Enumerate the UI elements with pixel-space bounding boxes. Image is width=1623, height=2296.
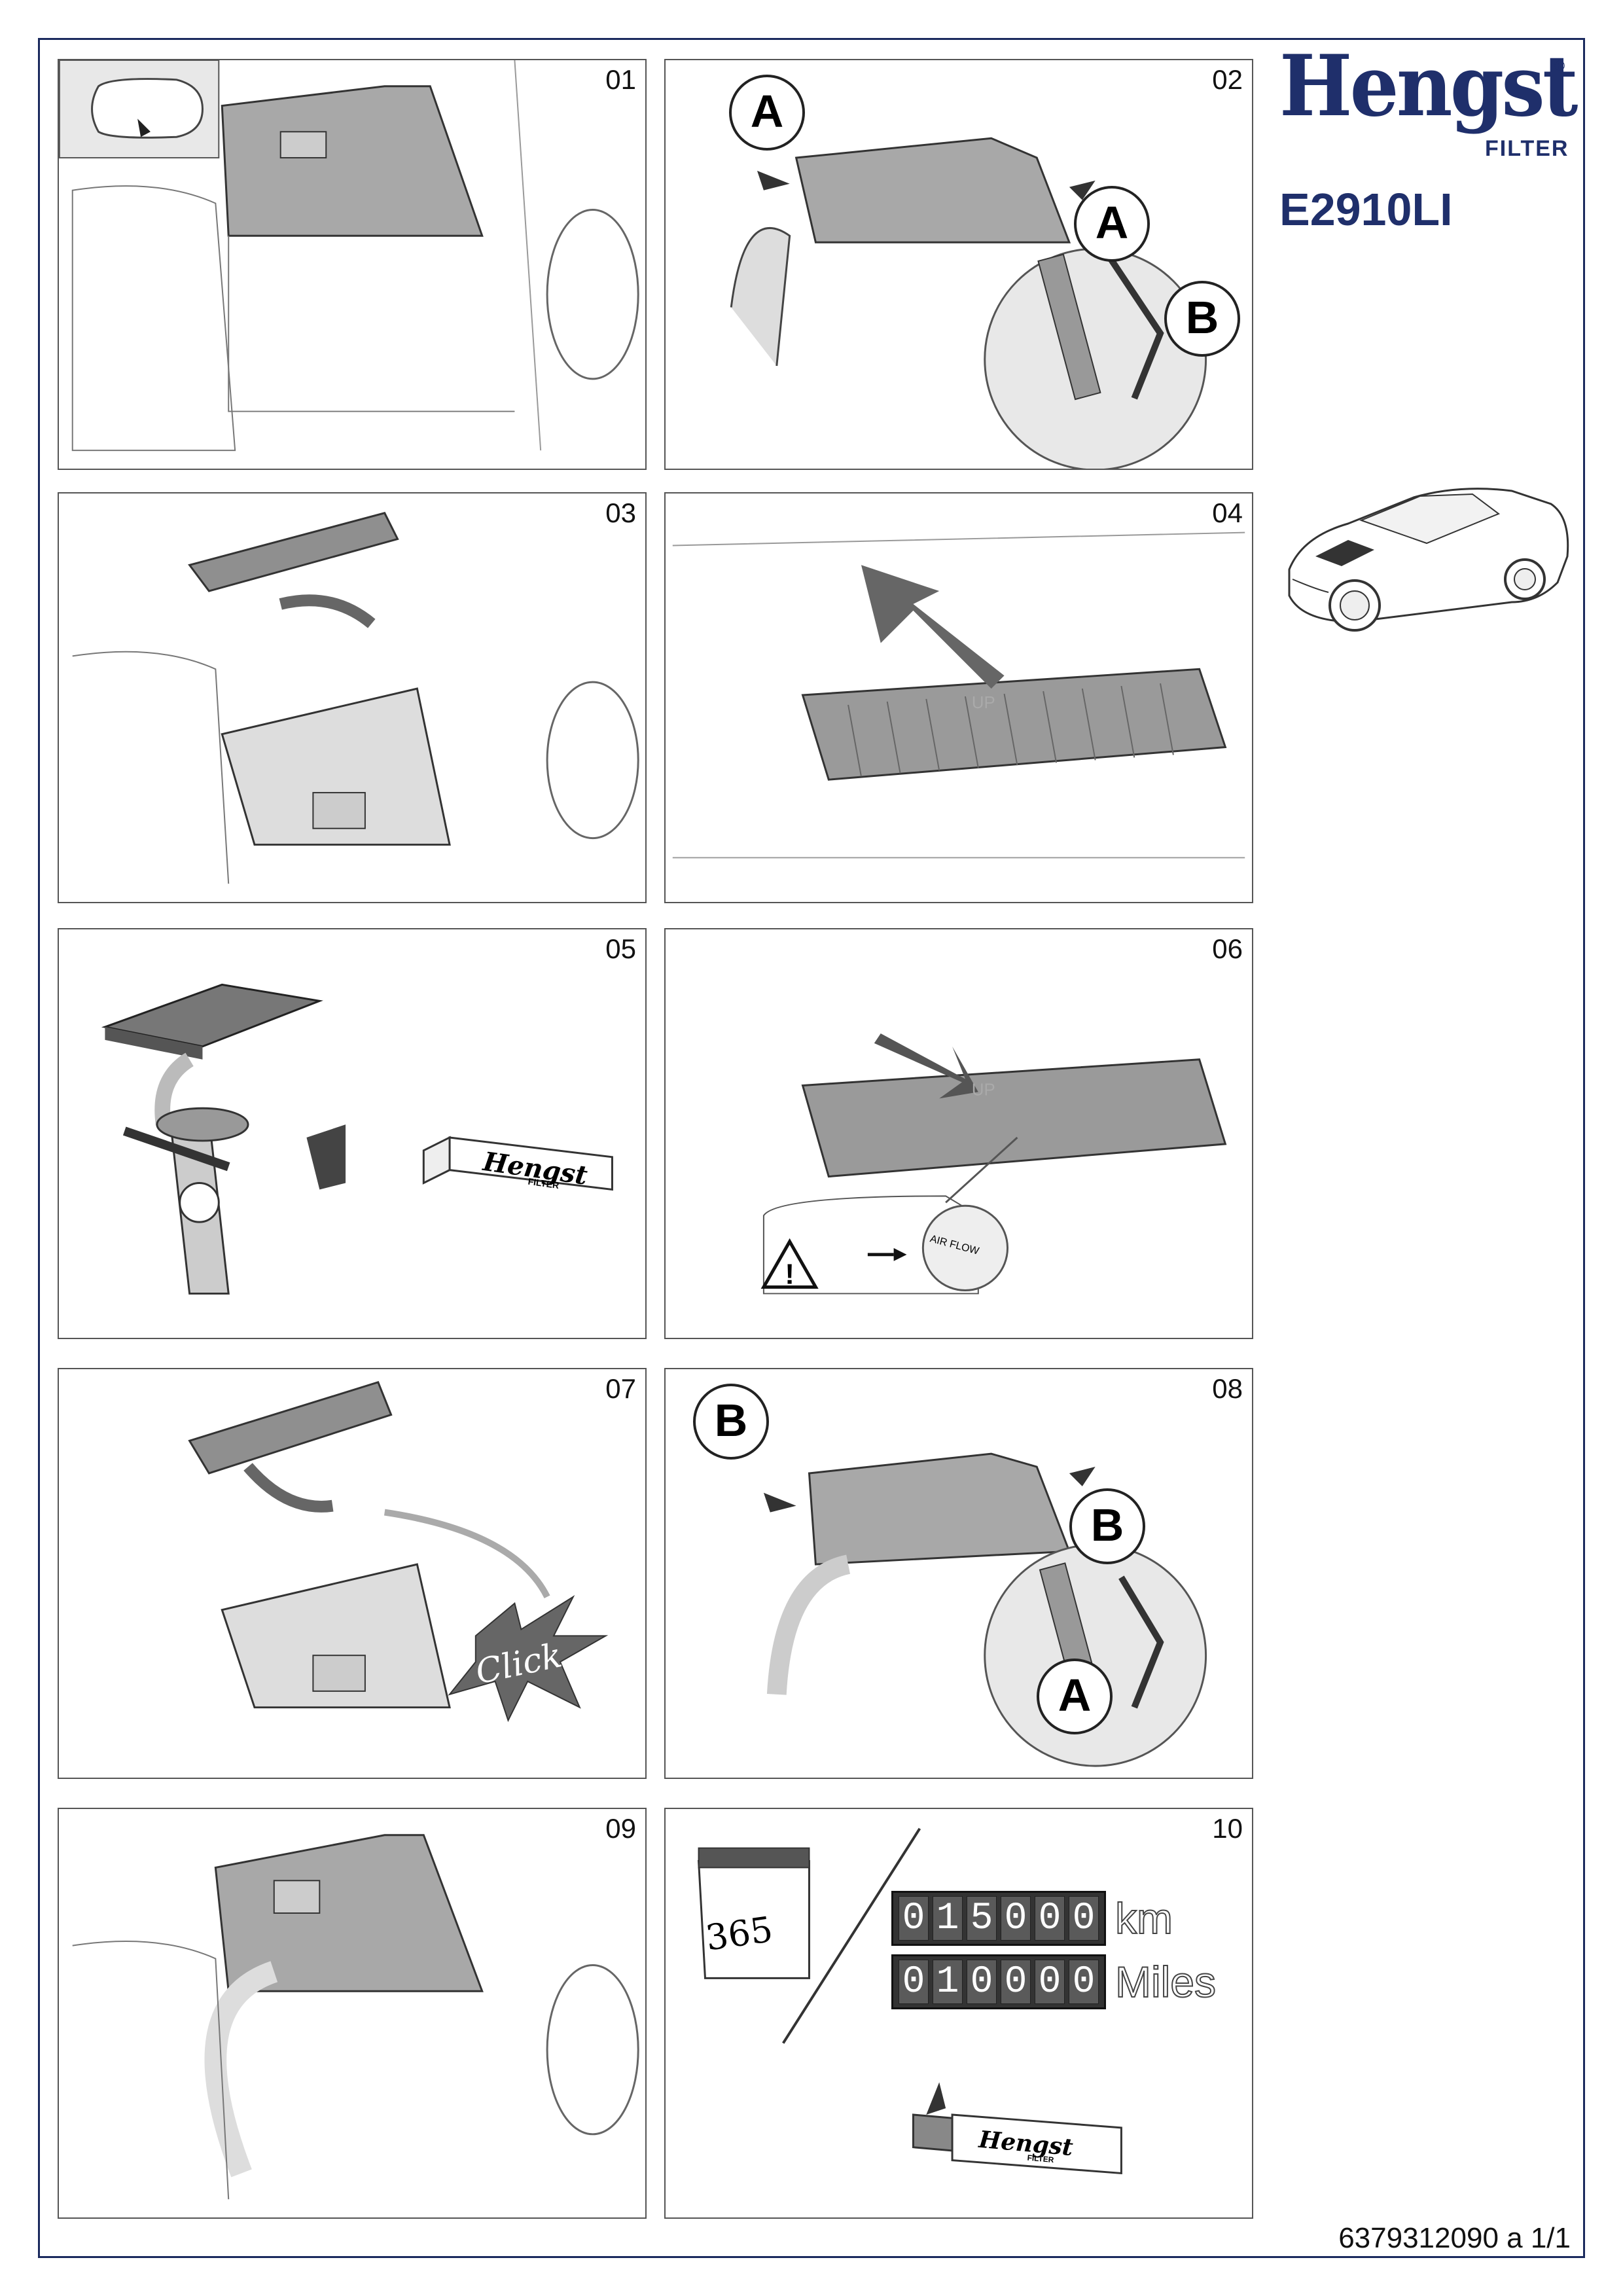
counter-digit: 1 — [933, 1896, 963, 1941]
step-01-panel: 01 — [58, 59, 647, 470]
step-06-panel: 06 UP ! AIR FLOW — [664, 928, 1253, 1339]
step-number: 07 — [605, 1373, 636, 1404]
step-03-panel: 03 — [58, 492, 647, 903]
step-09-panel: 09 — [58, 1808, 647, 2219]
label-b: B — [1164, 281, 1240, 357]
step-number: 05 — [605, 933, 636, 964]
label-text: B — [1186, 292, 1219, 343]
step-08-panel: 08 B B A — [664, 1368, 1253, 1779]
miles-unit: Miles — [1115, 1957, 1217, 2007]
counter-digit: 0 — [1035, 1896, 1065, 1941]
counter-digit: 0 — [899, 1960, 929, 2004]
registered-mark: ® — [1554, 58, 1565, 74]
glovebox-close-illustration — [72, 1834, 639, 2200]
label-text: A — [1058, 1670, 1092, 1721]
brand-name: Hengst — [1279, 37, 1578, 135]
filter-cover-removal-illustration — [72, 512, 639, 884]
page-frame — [38, 38, 1585, 2258]
filter-up-marking: UP — [972, 694, 995, 712]
calendar-days: 365 — [703, 1909, 775, 1959]
step-number: 08 — [1212, 1373, 1243, 1404]
counter-digit: 0 — [1001, 1896, 1031, 1941]
glovebox-closed-illustration — [59, 60, 639, 452]
km-unit: km — [1115, 1893, 1173, 1943]
step-number: 01 — [605, 64, 636, 95]
step-number: 09 — [605, 1813, 636, 1844]
step-04-panel: 04 UP — [664, 492, 1253, 903]
old-filter-removal-illustration: UP — [672, 531, 1245, 859]
step-number: 03 — [605, 497, 636, 528]
label-text: B — [1091, 1499, 1124, 1551]
hengst-logo: Hengst ® FILTER — [1279, 45, 1578, 169]
car-overview-illustration — [1288, 488, 1569, 632]
label-b-top: B — [693, 1384, 769, 1460]
step-number: 02 — [1212, 64, 1243, 95]
step-02-panel: 02 A A B — [664, 59, 1253, 470]
counter-digit: 0 — [967, 1960, 997, 2004]
label-text: A — [751, 86, 784, 137]
label-text: A — [1096, 197, 1129, 248]
label-text: B — [715, 1395, 748, 1446]
counter-digit: 0 — [1035, 1960, 1065, 2004]
counter-digit: 1 — [933, 1960, 963, 2004]
document-number: 6379312090 a 1/1 — [1338, 2222, 1571, 2254]
glovebox-release-illustration — [730, 137, 1207, 469]
step-number: 10 — [1212, 1813, 1243, 1844]
dispose-and-unpack-illustration: Hengst FILTER — [101, 983, 613, 1295]
brand-subtitle: FILTER — [1485, 136, 1569, 161]
filter-cover-install-illustration: Click — [188, 1381, 609, 1723]
step-number: 04 — [1212, 497, 1243, 528]
step-07-panel: 07 Click — [58, 1368, 647, 1779]
new-filter-insertion-illustration: UP ! AIR FLOW — [760, 1033, 1227, 1295]
step-number: 06 — [1212, 933, 1243, 964]
label-b-side: B — [1069, 1488, 1145, 1564]
counter-digit: 0 — [1069, 1960, 1099, 2004]
step-05-panel: 05 Hengst FILTER — [58, 928, 647, 1339]
label-a: A — [1037, 1659, 1113, 1734]
filter-up-marking: UP — [972, 1081, 995, 1099]
counter-digit: 5 — [967, 1896, 997, 1941]
box-subtitle: FILTER — [1027, 2153, 1054, 2165]
box-subtitle: FILTER — [527, 1176, 560, 1191]
label-a-top: A — [729, 75, 805, 151]
counter-digit: 0 — [899, 1896, 929, 1941]
counter-digit: 0 — [1069, 1896, 1099, 1941]
warning-icon: ! — [785, 1259, 794, 1291]
product-code: E2910LI — [1279, 184, 1453, 235]
service-interval-illustration: 365 Hengst FILTER — [697, 1827, 1122, 2175]
label-a-side: A — [1074, 186, 1150, 262]
counter-digit: 0 — [1001, 1960, 1031, 2004]
